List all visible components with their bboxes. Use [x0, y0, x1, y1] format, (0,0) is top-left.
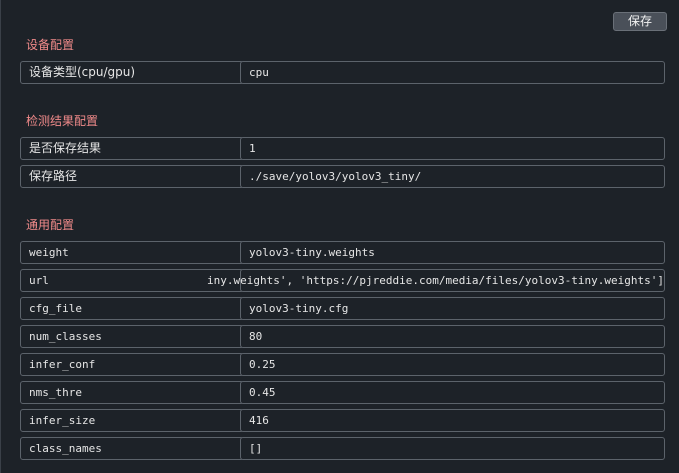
infer-conf-input[interactable] [240, 353, 665, 376]
infer-size-input[interactable] [240, 409, 665, 432]
weight-input[interactable] [240, 241, 665, 264]
field-label: 保存路径 [20, 165, 244, 188]
config-row-nms-thre: nms_thre [20, 381, 665, 404]
save-path-input[interactable] [240, 165, 665, 188]
config-row-num-classes: num_classes [20, 325, 665, 348]
field-label: nms_thre [20, 381, 244, 404]
device-type-input[interactable] [240, 61, 665, 84]
class-names-input[interactable] [240, 437, 665, 460]
config-row-infer-conf: infer_conf [20, 353, 665, 376]
save-result-input[interactable] [240, 137, 665, 160]
field-label: 是否保存结果 [20, 137, 244, 160]
config-row-device-type: 设备类型(cpu/gpu) [20, 61, 665, 84]
url-input[interactable]: iny.weights', 'https://pjreddie.com/medi… [207, 269, 665, 292]
save-button[interactable]: 保存 [613, 12, 667, 31]
config-row-save-path: 保存路径 [20, 165, 665, 188]
nms-thre-input[interactable] [240, 381, 665, 404]
config-row-cfg-file: cfg_file [20, 297, 665, 320]
field-label: infer_conf [20, 353, 244, 376]
field-label: 设备类型(cpu/gpu) [20, 61, 244, 84]
section-title-detect: 检测结果配置 [26, 114, 99, 128]
config-row-weight: weight [20, 241, 665, 264]
config-row-infer-size: infer_size [20, 409, 665, 432]
config-row-save-result: 是否保存结果 [20, 137, 665, 160]
config-row-url: url iny.weights', 'https://pjreddie.com/… [20, 269, 665, 292]
field-label: cfg_file [20, 297, 244, 320]
num-classes-input[interactable] [240, 325, 665, 348]
field-label: url [20, 269, 244, 292]
field-label: class_names [20, 437, 244, 460]
cfg-file-input[interactable] [240, 297, 665, 320]
url-value: iny.weights', 'https://pjreddie.com/medi… [207, 274, 664, 287]
field-label: weight [20, 241, 244, 264]
config-row-class-names: class_names [20, 437, 665, 460]
section-title-device: 设备配置 [26, 38, 75, 52]
field-label: num_classes [20, 325, 244, 348]
field-label: infer_size [20, 409, 244, 432]
section-title-common: 通用配置 [26, 218, 75, 232]
